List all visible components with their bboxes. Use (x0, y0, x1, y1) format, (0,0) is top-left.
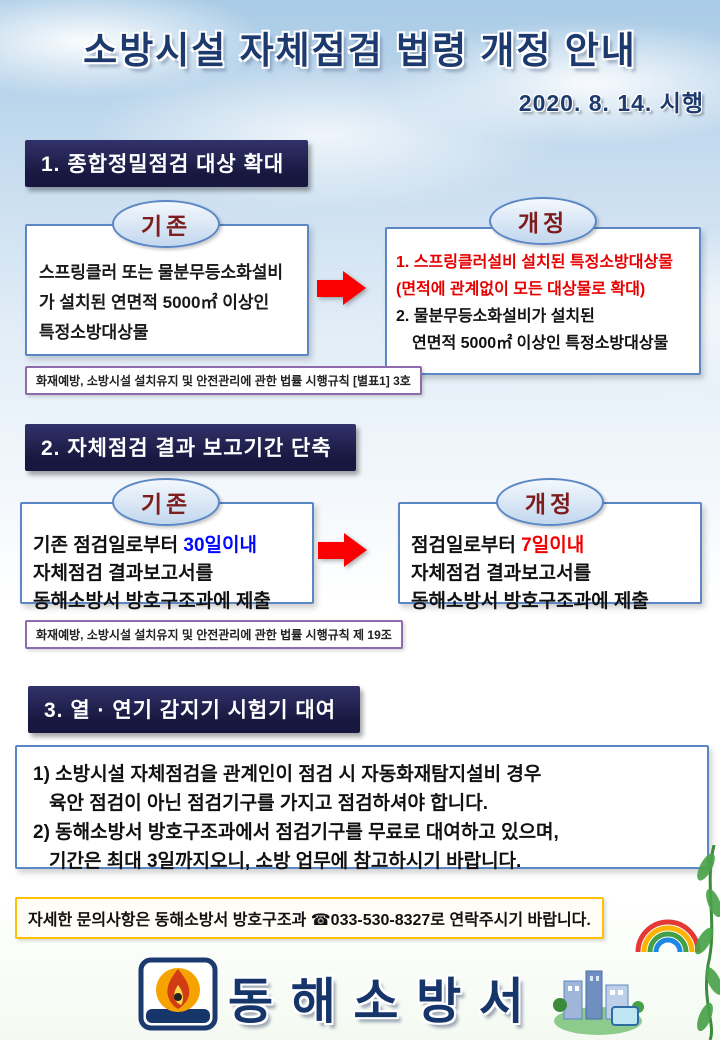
text-line: 1) 소방시설 자체점검을 관계인이 점검 시 자동화재탐지설비 경우 (33, 764, 542, 785)
text-line: 스프링클러 또는 물분무등소화설비 (39, 263, 284, 282)
text-line: 연면적 5000㎡ 이상인 특정소방대상물 (412, 335, 669, 352)
section2-heading: 2. 자체점검 결과 보고기간 단축 (25, 424, 356, 471)
text-line: 2. 물분무등소화설비가 설치된 (396, 308, 595, 325)
text-line: 동해소방서 방호구조과에 제출 (411, 591, 649, 612)
text-line-red: (면적에 관계없이 모든 대상물로 확대) (396, 281, 646, 298)
arrow-head (343, 271, 366, 305)
contact-info: 자세한 문의사항은 동해소방서 방호구조과 ☎033-530-8327로 연락주… (15, 897, 604, 939)
fire-department-logo (138, 957, 218, 1031)
text-line: 기간은 최대 3일까지오니, 소방 업무에 참고하시기 바랍니다. (49, 851, 522, 872)
highlight-days-blue: 30일이내 (183, 535, 257, 556)
text-line: 자체점검 결과보고서를 (411, 563, 592, 584)
text-prefix: 기존 점검일로부터 (33, 535, 184, 556)
section2-before-badge: 기존 (112, 478, 220, 526)
text-line-red: 1. 스프링클러설비 설치된 특정소방대상물 (396, 254, 673, 271)
section1-heading: 1. 종합정밀점검 대상 확대 (25, 140, 309, 187)
organization-name: 동 해 소 방 서 (228, 975, 526, 1029)
text-line: 점검일로부터 7일이내 (411, 532, 692, 560)
section1-before-badge: 기존 (112, 200, 220, 248)
text-line: 육안 점검이 아닌 점검기구를 가지고 점검하셔야 합니다. (49, 793, 488, 814)
city-illustration (552, 953, 644, 1037)
section2-after-badge: 개정 (496, 478, 604, 526)
text-line: 기존 점검일로부터 30일이내 (33, 532, 304, 560)
section1-after-panel: 1. 스프링클러설비 설치된 특정소방대상물 (면적에 관계없이 모든 대상물로… (385, 227, 701, 375)
highlight-days-red: 7일이내 (521, 535, 585, 556)
city-illustration-graphic (553, 970, 644, 1035)
arrow-shaft (318, 541, 344, 559)
section2-before-text: 기존 점검일로부터 30일이내 자체점검 결과보고서를 동해소방서 방호구조과에… (22, 504, 312, 616)
arrow-head (344, 533, 367, 567)
text-line: 특정소방대상물 (39, 323, 149, 342)
arrow-right-icon (317, 271, 366, 305)
arrow-right-icon (318, 533, 367, 567)
section3-text: 1) 소방시설 자체점검을 관계인이 점검 시 자동화재탐지설비 경우 육안 점… (17, 747, 707, 876)
section2-footnote: 화재예방, 소방시설 설치유지 및 안전관리에 관한 법률 시행규칙 제 19조 (25, 620, 403, 649)
text-line: 2) 동해소방서 방호구조과에서 점검기구를 무료로 대여하고 있으며, (33, 822, 559, 843)
section1-before-text: 스프링클러 또는 물분무등소화설비 가 설치된 연면적 5000㎡ 이상인 특정… (27, 226, 307, 348)
effective-date: 2020. 8. 14. 시행 (518, 90, 704, 116)
text-line: 동해소방서 방호구조과에 제출 (33, 591, 271, 612)
fire-department-logo-graphic (138, 957, 218, 1031)
page-title: 소방시설 자체점검 법령 개정 안내 (83, 30, 637, 71)
arrow-shaft (317, 279, 343, 297)
section3-heading: 3. 열 · 연기 감지기 시험기 대여 (28, 686, 361, 733)
section3-panel: 1) 소방시설 자체점검을 관계인이 점검 시 자동화재탐지설비 경우 육안 점… (15, 745, 709, 872)
leaf-vine-icon (662, 844, 720, 1040)
section1-after-badge: 개정 (489, 197, 597, 245)
section1-after-text: 1. 스프링클러설비 설치된 특정소방대상물 (면적에 관계없이 모든 대상물로… (387, 229, 699, 357)
text-line: 가 설치된 연면적 5000㎡ 이상인 (39, 293, 270, 312)
rainbow-icon (632, 912, 704, 953)
text-line: 자체점검 결과보고서를 (33, 563, 214, 584)
text-prefix: 점검일로부터 (411, 535, 522, 556)
section2-after-text: 점검일로부터 7일이내 자체점검 결과보고서를 동해소방서 방호구조과에 제출 (400, 504, 700, 616)
section1-footnote: 화재예방, 소방시설 설치유지 및 안전관리에 관한 법률 시행규칙 [별표1]… (25, 366, 422, 395)
